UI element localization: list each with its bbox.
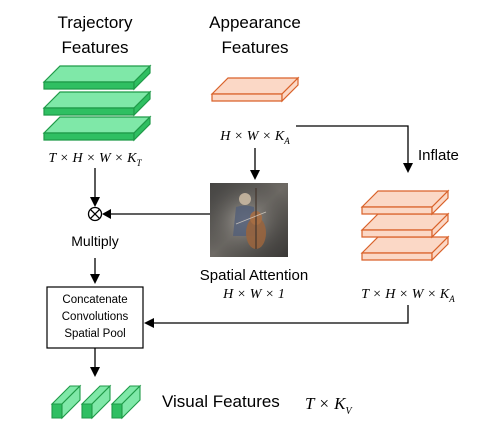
attention-title: Spatial Attention xyxy=(200,267,308,284)
arrowhead-attention xyxy=(250,170,260,180)
process-line2: Convolutions xyxy=(62,311,129,323)
trajectory-title-line2: Features xyxy=(61,38,128,57)
trajectory-slab xyxy=(42,90,152,117)
arrowhead-inflate xyxy=(403,163,413,173)
appearance-dim-label: H × W × KA xyxy=(219,129,290,146)
trajectory-slab xyxy=(42,64,152,91)
output-label: Visual Features xyxy=(162,392,280,411)
trajectory-slab xyxy=(42,115,152,142)
appearance-title-line1: Appearance xyxy=(209,13,301,32)
trajectory-feature-stack xyxy=(42,64,152,142)
process-line3: Spatial Pool xyxy=(64,328,125,340)
multiply-label: Multiply xyxy=(71,233,118,249)
process-box xyxy=(46,286,144,349)
arrowhead-output xyxy=(90,367,100,377)
inflated-dim-label: T × H × W × KA xyxy=(361,287,455,304)
process-line1: Concatenate xyxy=(62,294,127,306)
arrowhead-multiply-top xyxy=(90,197,100,207)
visual-feature-cuboid xyxy=(110,384,142,420)
appearance-feature-slab xyxy=(210,76,300,103)
inflated-slab xyxy=(360,235,450,262)
inflated-slab xyxy=(360,189,450,216)
visual-feature-cuboid xyxy=(80,384,112,420)
arrow-inflated-to-box xyxy=(153,305,409,324)
arrowhead-multiply-right xyxy=(102,209,111,219)
trajectory-dim-label: T × H × W × KT xyxy=(48,151,142,168)
arrowhead-box-top xyxy=(90,274,100,284)
arrowhead-box-right xyxy=(144,318,154,328)
arrow-appearance-to-inflate xyxy=(296,125,409,164)
inflated-appearance-stack xyxy=(360,189,450,262)
appearance-slab xyxy=(210,76,300,103)
multiply-symbol xyxy=(87,206,103,222)
trajectory-title-line1: Trajectory xyxy=(58,13,133,32)
visual-feature-cuboid xyxy=(50,384,82,420)
spatial-attention-image xyxy=(210,183,288,257)
output-dim-label: T × KV xyxy=(305,394,353,417)
attention-dim-label: H × W × 1 xyxy=(222,287,285,302)
inflate-label: Inflate xyxy=(418,147,459,164)
inflated-slab xyxy=(360,212,450,239)
appearance-title-line2: Features xyxy=(221,38,288,57)
visual-feature-cuboids xyxy=(50,384,142,420)
